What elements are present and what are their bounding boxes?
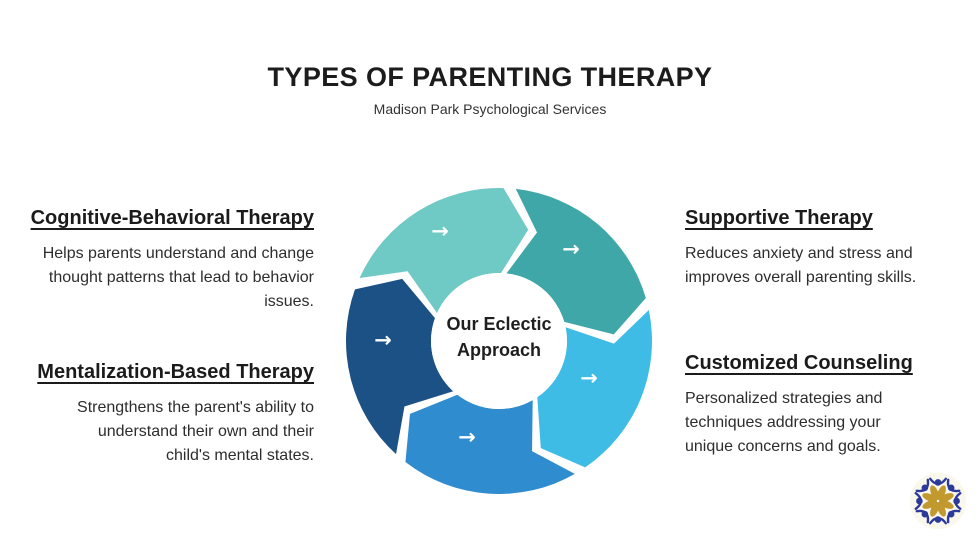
body-line: Helps parents understand and change xyxy=(42,245,314,262)
body-line: understand their own and their xyxy=(97,423,314,440)
section-cognitive-behavioral: Cognitive-Behavioral Therapy Helps paren… xyxy=(10,207,314,314)
body-line: issues. xyxy=(264,293,314,310)
body-line: Strengthens the parent's ability to xyxy=(77,399,314,416)
wheel-center-label: Our Eclectic Approach xyxy=(446,314,552,360)
section-heading: Customized Counseling xyxy=(685,352,913,374)
section-mentalization-based: Mentalization-Based Therapy Strengthens … xyxy=(10,361,314,468)
arrow-right-icon: → xyxy=(458,425,476,449)
body-line: Personalized strategies and xyxy=(685,390,883,407)
arrow-right-icon: → xyxy=(562,237,580,261)
body-line: unique concerns and goals. xyxy=(685,438,881,455)
arrow-right-icon: → xyxy=(374,328,392,352)
section-heading: Supportive Therapy xyxy=(685,207,873,229)
logo-gold-petals xyxy=(922,485,954,517)
therapy-cycle-diagram xyxy=(339,181,659,501)
page-title: TYPES OF PARENTING THERAPY xyxy=(267,62,713,92)
arrow-right-icon: → xyxy=(580,366,598,390)
page-subtitle: Madison Park Psychological Services xyxy=(373,101,607,117)
logo-center-highlight xyxy=(936,499,940,503)
body-line: techniques addressing your xyxy=(685,414,881,431)
wheel-center-circle xyxy=(431,273,567,409)
body-line: child's mental states. xyxy=(165,447,314,464)
arrow-right-icon: → xyxy=(431,219,449,243)
body-line: Reduces anxiety and stress and xyxy=(685,245,913,262)
madison-park-logo xyxy=(909,472,967,530)
logo-figure-heads xyxy=(916,479,960,523)
section-customized-counseling: Customized Counseling Personalized strat… xyxy=(685,352,957,459)
section-heading: Mentalization-Based Therapy xyxy=(37,361,314,383)
section-supportive-therapy: Supportive Therapy Reduces anxiety and s… xyxy=(685,207,957,290)
body-line: improves overall parenting skills. xyxy=(685,269,917,286)
section-heading: Cognitive-Behavioral Therapy xyxy=(30,207,314,229)
body-line: thought patterns that lead to behavior xyxy=(48,269,314,286)
